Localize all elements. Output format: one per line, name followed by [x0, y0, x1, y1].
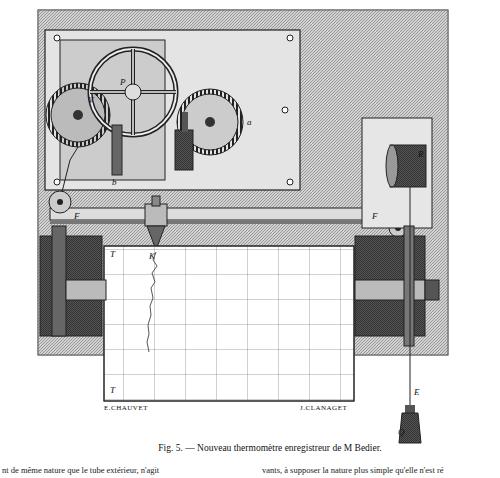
callout-letter: Q — [398, 428, 405, 437]
body-text: nt de même nature que le tube extérieur,… — [2, 466, 159, 475]
callout-letter: P — [120, 78, 126, 87]
engraver-signature: E.CHAUVET — [104, 405, 148, 412]
figure-caption: Fig. 5. — Nouveau thermomètre enregistre… — [158, 444, 381, 454]
callout-letter: T — [110, 386, 115, 395]
body-text: vants, à supposer la nature plus simple … — [262, 466, 444, 475]
callout-letter: F — [74, 212, 80, 221]
callout-letter: K — [149, 252, 155, 261]
callout-letter: a — [247, 118, 252, 127]
callout-letter: V — [88, 96, 94, 105]
callout-letter: b — [112, 178, 117, 187]
engraver-signature: J.CLANAGET — [300, 405, 347, 412]
callout-letter: F — [372, 212, 378, 221]
callout-letter: T — [110, 250, 115, 259]
callout-letter: E — [414, 388, 420, 397]
callout-letter: R — [418, 150, 424, 159]
